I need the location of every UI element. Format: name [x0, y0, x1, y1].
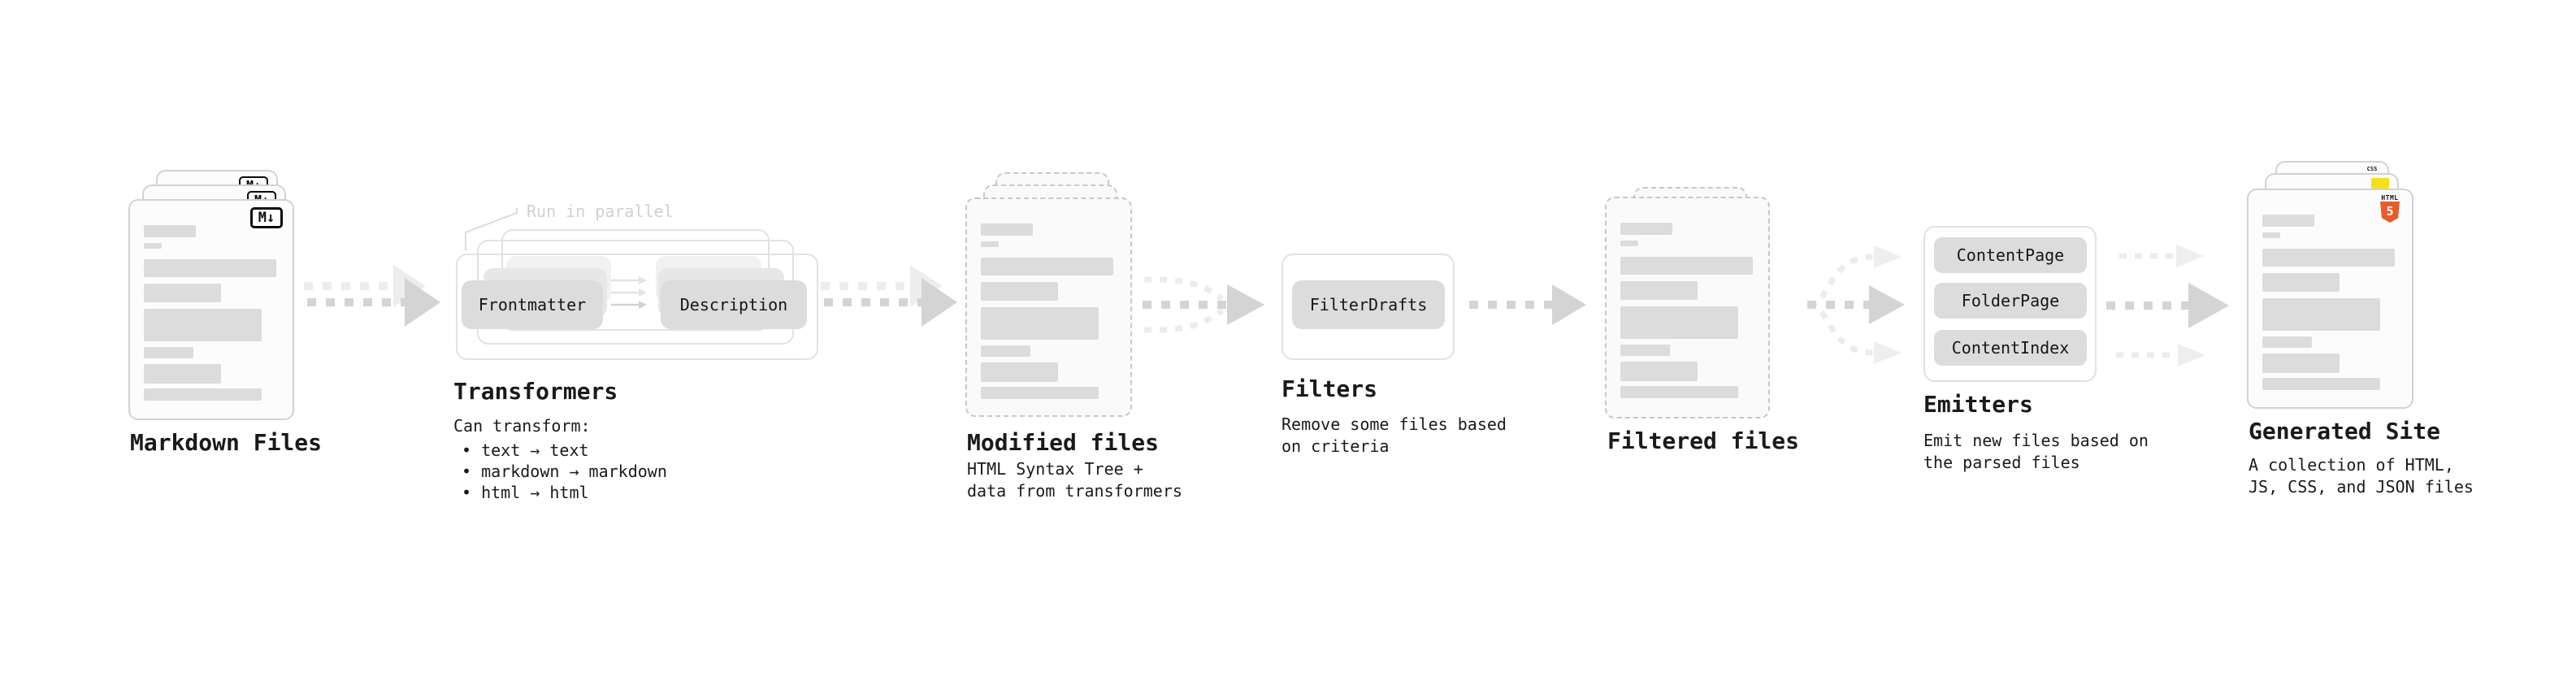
site-file-card-html: HTML 5 [2247, 189, 2413, 409]
run-in-parallel-annotation: Run in parallel [527, 202, 674, 221]
arrow-transformers-to-modified [819, 254, 974, 335]
emitters-subtitle: Emit new files based on the parsed files [1923, 431, 2149, 472]
arrow-modified-to-filters [1136, 268, 1278, 341]
transformer-sequence-arrows [609, 273, 652, 312]
generated-site-title: Generated Site [2249, 418, 2441, 445]
transform-bullet-list: • text → text • markdown → markdown • ht… [462, 440, 667, 503]
transformer-description: Description [661, 280, 807, 329]
emitter-folderpage: FolderPage [1934, 283, 2087, 319]
emitter-contentindex: ContentIndex [1934, 330, 2087, 366]
emitter-contentpage: ContentPage [1934, 237, 2087, 273]
emitters-title: Emitters [1923, 391, 2033, 418]
filter-filterdrafts: FilterDrafts [1292, 280, 1445, 329]
arrow-markdown-to-transformers [302, 254, 457, 335]
emitters-frame [1923, 226, 2097, 382]
transformers-title: Transformers [453, 378, 618, 405]
modified-files-title: Modified files [967, 429, 1160, 456]
filtered-files-title: Filtered files [1607, 427, 1800, 454]
transformer-frontmatter: Frontmatter [462, 280, 603, 329]
modified-file-card-front [965, 197, 1132, 417]
filters-title: Filters [1281, 375, 1378, 402]
arrow-filtered-to-emitters [1802, 244, 1924, 366]
filtered-file-card-front [1605, 197, 1770, 419]
arrow-emitters-to-site [2103, 244, 2241, 367]
generated-site-subtitle: A collection of HTML, JS, CSS, and JSON … [2249, 455, 2474, 497]
markdown-files-title: Markdown Files [130, 429, 323, 456]
filters-frame [1281, 254, 1455, 360]
markdown-file-card-front: M↓ [128, 199, 294, 420]
filters-subtitle: Remove some files based on criteria [1281, 414, 1507, 456]
modified-files-subtitle: HTML Syntax Tree + data from transformer… [967, 459, 1182, 501]
run-in-parallel-leader-line [459, 202, 532, 254]
transformers-subtitle: Can transform: [453, 416, 591, 436]
html5-icon: HTML 5 [2379, 194, 2400, 223]
transform-bullet: • markdown → markdown [462, 462, 667, 481]
transform-bullet: • html → html [462, 483, 589, 502]
arrow-filters-to-filtered [1464, 271, 1594, 339]
transform-bullet: • text → text [462, 440, 589, 460]
markdown-icon: M↓ [250, 207, 283, 228]
js-icon [2371, 178, 2389, 189]
transformer-frame-front [456, 254, 818, 360]
